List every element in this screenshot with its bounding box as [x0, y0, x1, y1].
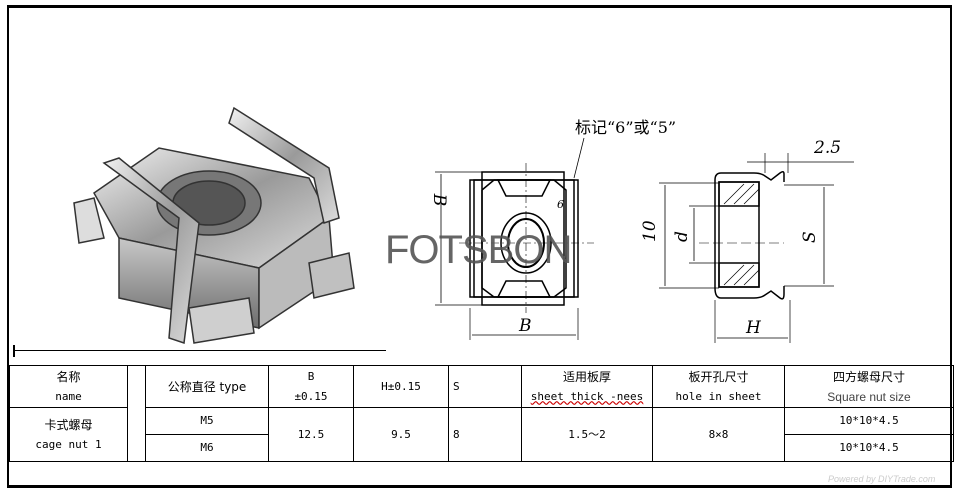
- cell-type-m5: M5: [145, 407, 269, 435]
- powered-by-footer: Powered by DIYTrade.com: [828, 474, 936, 484]
- cell-h: 9.5: [353, 407, 449, 462]
- side-view: [659, 153, 854, 343]
- cell-square-m6: 10*10*4.5: [784, 434, 954, 462]
- front-view: [435, 137, 594, 340]
- cell-hole: 8×8: [652, 407, 785, 462]
- table-row: M6 10*10*4.5: [10, 434, 954, 462]
- dim-h: H: [745, 318, 762, 338]
- cell-sheet: 1.5～2: [521, 407, 653, 462]
- header-h: H±0.15: [353, 365, 449, 408]
- header-s: S: [448, 365, 522, 408]
- cell-s: 8: [448, 407, 522, 462]
- spacer-cell: [127, 365, 146, 462]
- cage-nut-image: [73, 106, 355, 345]
- dim-s: S: [800, 231, 820, 243]
- technical-drawing: 标记“6”或“5” 6 B B 10 d S H 2.5: [73, 106, 854, 345]
- dim-10: 10: [640, 220, 660, 242]
- page-frame: [7, 5, 952, 488]
- dim-b-vertical: B: [429, 193, 449, 207]
- cell-square-m5: 10*10*4.5: [784, 407, 954, 435]
- dim-b-horizontal: B: [518, 316, 532, 336]
- dim-2-5: 2.5: [813, 138, 841, 158]
- underline: [14, 350, 386, 351]
- header-b: B±0.15: [268, 365, 354, 408]
- mark-digit: 6: [557, 198, 564, 211]
- watermark: FOTSBON: [385, 228, 572, 272]
- mark-label: 标记“6”或“5”: [575, 118, 676, 137]
- text-cursor: [13, 345, 15, 357]
- header-type: 公称直径 type: [145, 365, 269, 408]
- cell-type-m6: M6: [145, 434, 269, 462]
- cell-b: 12.5: [268, 407, 354, 462]
- dim-d: d: [672, 231, 692, 242]
